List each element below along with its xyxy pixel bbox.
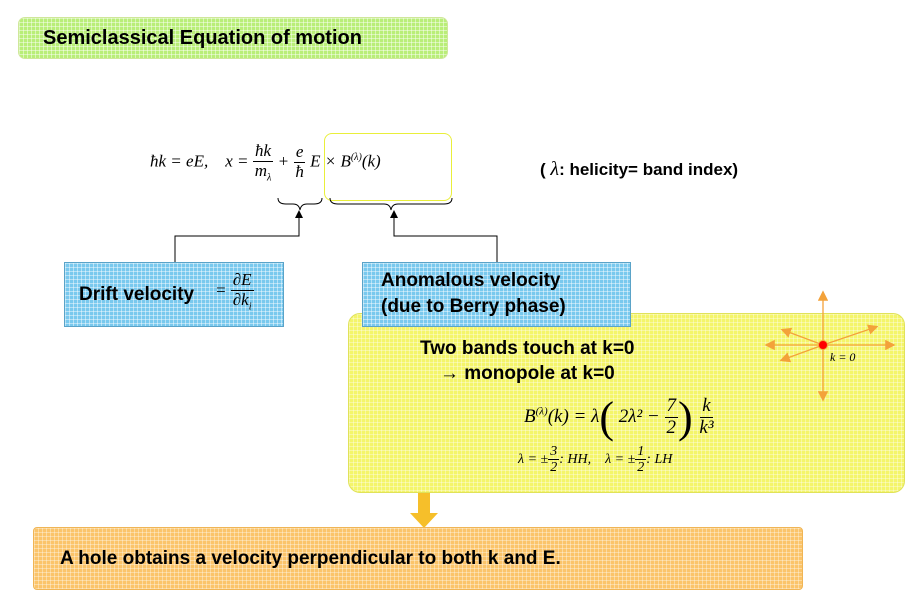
title-banner: Semiclassical Equation of motion <box>18 17 448 59</box>
monopole-text: → monopole at k=0 <box>440 363 615 384</box>
drift-formula: = ∂E ∂ki <box>215 270 254 313</box>
k-dot: k <box>158 151 167 171</box>
drift-connector <box>174 216 300 262</box>
frac1-denominator: m <box>254 160 268 180</box>
hh-den: 2 <box>550 460 558 476</box>
helicity-note: ( λ: helicity= band index) <box>540 158 738 181</box>
field-arrow-upleft <box>780 327 824 346</box>
field-arrow-downleft <box>779 344 824 363</box>
berry-arg: (k) = λ <box>547 405 600 427</box>
conclusion-box: A hole obtains a velocity perpendicular … <box>33 527 803 590</box>
frac2-denominator: ħ <box>295 162 304 182</box>
berry-phase-label: (due to Berry phase) <box>381 296 566 317</box>
anomalous-superscript: (λ) <box>350 151 362 163</box>
monopole-box <box>348 313 905 493</box>
berry-lhs: B <box>524 405 536 427</box>
anomalous-term: E × B <box>310 151 351 171</box>
hh-label: : HH, <box>559 452 592 468</box>
x-dot: x <box>225 151 233 171</box>
k-numerator: k <box>700 395 713 418</box>
anomalous-velocity-label: Anomalous velocity <box>381 270 561 291</box>
right-paren-icon: ) <box>678 393 693 442</box>
anomalous-fraction: e ħ <box>293 143 306 181</box>
lh-num: 1 <box>635 444 647 461</box>
note-open-paren: ( <box>540 160 546 179</box>
drift-fraction: ħk mλ <box>253 141 274 184</box>
seven-halves-den: 2 <box>666 417 677 438</box>
drift-equals: = <box>215 280 227 300</box>
k-zero-label: k = 0 <box>830 350 856 364</box>
monopole-dot <box>818 340 828 350</box>
down-arrow-icon <box>410 513 438 528</box>
plus-sign: + <box>277 151 290 171</box>
drift-velocity-box: Drift velocity = ∂E ∂ki <box>64 262 284 327</box>
bands-touch-text: Two bands touch at k=0 <box>420 338 635 359</box>
drift-denominator: ∂k <box>232 289 249 309</box>
lh-label: : LH <box>646 452 673 468</box>
drift-arrowhead <box>295 210 303 218</box>
drift-numerator: ∂E <box>230 270 254 291</box>
equals-sign: = <box>237 151 249 171</box>
frac1-subscript: λ <box>267 172 272 184</box>
drift-partial-fraction: ∂E ∂ki <box>230 270 254 313</box>
lh-prefix: λ = ± <box>605 452 636 468</box>
seven-halves-num: 7 <box>664 395 678 418</box>
drift-velocity-label: Drift velocity <box>79 284 195 305</box>
slide-title: Semiclassical Equation of motion <box>43 27 362 49</box>
anomalous-term-highlight <box>324 133 452 201</box>
anomalous-arrowhead <box>390 210 398 218</box>
hh-num: 3 <box>548 444 560 461</box>
field-arrow-upright <box>822 324 879 346</box>
hh-prefix: λ = ± <box>518 452 549 468</box>
seven-halves-fraction: 7 2 <box>664 395 678 439</box>
note-text: : helicity= band index) <box>559 160 739 179</box>
hbar-symbol: ħ <box>150 151 159 171</box>
equations-of-motion: ħk = eE, x = ħk mλ + e ħ E × B(λ)(k) <box>150 141 381 184</box>
anomalous-velocity-box: Anomalous velocity (due to Berry phase) <box>362 262 631 327</box>
frac1-numerator: ħk <box>253 141 274 162</box>
drift-brace <box>277 197 323 211</box>
anomalous-arg: (k) <box>361 151 381 171</box>
down-arrow-shaft <box>418 493 430 513</box>
anomalous-brace <box>329 197 453 211</box>
anomalous-connector <box>393 216 498 262</box>
drift-subscript: i <box>248 301 252 313</box>
eq1-rhs: = eE, <box>170 151 209 171</box>
berry-superscript: (λ) <box>535 405 548 418</box>
lh-den: 2 <box>637 460 645 476</box>
berry-curvature-equation: B(λ)(k) = λ( 2λ² − 7 2 ) k k³ <box>524 392 716 443</box>
lambda-symbol: λ <box>550 158 560 180</box>
left-paren-icon: ( <box>599 393 614 442</box>
k-over-k3-fraction: k k³ <box>697 395 715 439</box>
k-denominator: k³ <box>699 417 714 438</box>
frac2-numerator: e <box>293 142 306 164</box>
conclusion-text: A hole obtains a velocity perpendicular … <box>60 548 561 569</box>
berry-inner: 2λ² − <box>618 405 660 427</box>
